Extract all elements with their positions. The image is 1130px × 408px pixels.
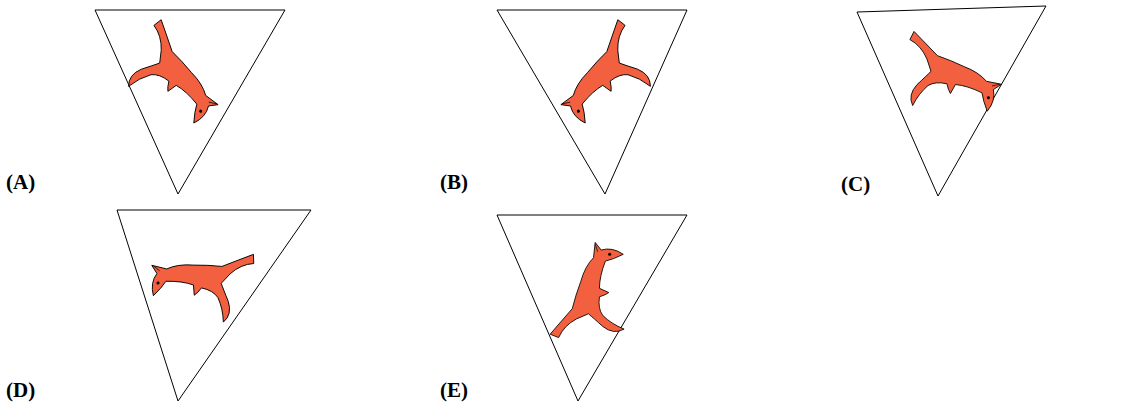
kangaroo — [904, 31, 1005, 113]
option-label: (C) — [841, 172, 870, 197]
kangaroo — [538, 18, 657, 130]
option-label: (D) — [6, 378, 35, 403]
option-label: (E) — [440, 378, 468, 403]
triangle — [95, 6, 1046, 401]
option-label: (B) — [440, 170, 468, 195]
kangaroo — [550, 242, 624, 337]
kangaroo — [121, 18, 240, 130]
option-label: (A) — [6, 170, 35, 195]
kangaroo — [142, 223, 257, 325]
